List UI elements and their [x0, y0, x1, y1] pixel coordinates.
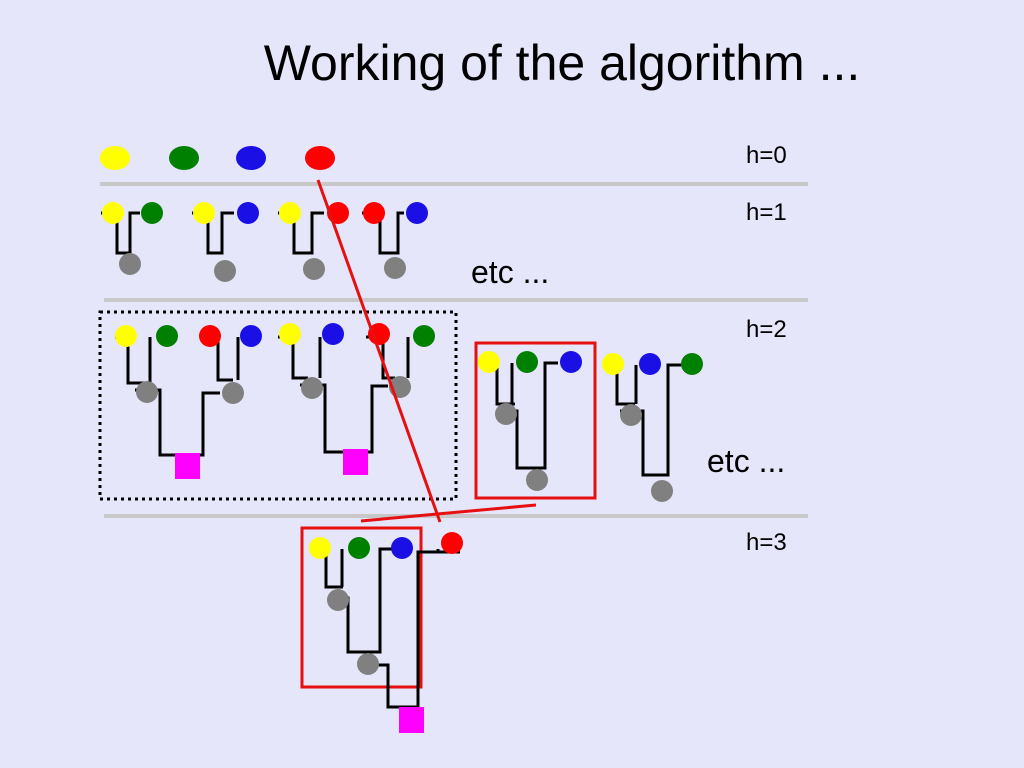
h3-highlight-box — [300, 526, 423, 689]
h2-dotted-box — [98, 310, 458, 501]
etc-label-h1: etc ... — [471, 254, 550, 290]
h2-tree — [478, 351, 582, 491]
slide-title: Working of the algorithm ... — [263, 35, 861, 91]
level-label-h1: h=1 — [746, 199, 787, 226]
h2-tree — [602, 353, 703, 502]
level-label-h3: h=3 — [746, 529, 787, 556]
etc-label-h2: etc ... — [707, 443, 786, 479]
h2-tree — [278, 323, 435, 475]
h2-tree — [115, 325, 262, 479]
red-connector — [316, 179, 442, 523]
h0-leaves — [100, 146, 335, 170]
leaf-blue — [236, 146, 266, 170]
h1-tree — [362, 202, 428, 279]
h1-tree — [278, 202, 349, 280]
leaf-red — [305, 146, 335, 170]
leaf-green — [169, 146, 199, 170]
h1-tree — [192, 202, 259, 282]
red-connector — [360, 503, 537, 523]
h2-highlight-box — [474, 341, 597, 500]
leaf-yellow — [100, 146, 130, 170]
h1-tree — [101, 202, 163, 275]
level-label-h0: h=0 — [746, 142, 787, 169]
h3-tree — [309, 532, 463, 733]
level-label-h2: h=2 — [746, 316, 787, 343]
